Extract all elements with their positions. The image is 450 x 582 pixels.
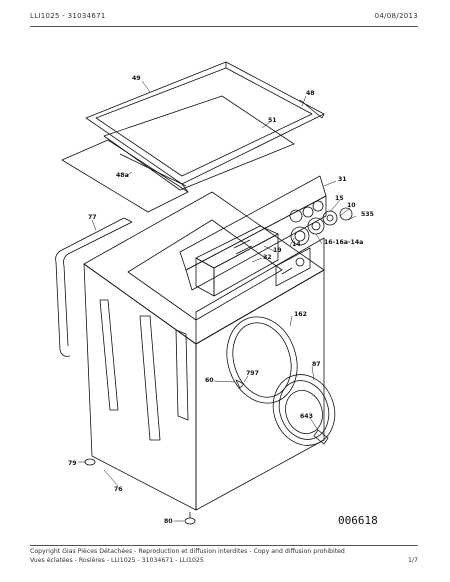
label-80: 80 [164,518,173,525]
label-60: 60 [205,377,214,384]
label-77: 77 [88,214,97,221]
label-15: 15 [335,195,344,202]
label-79: 79 [68,460,77,467]
label-76: 76 [114,486,123,493]
label-14: 14 [292,241,301,248]
footer-copyright: Copyright Gias Pièces Détachées - Reprod… [30,548,345,555]
header-rule [30,26,418,27]
label-162: 162 [294,311,307,318]
cabinet-top [83,191,325,345]
door-opening [226,316,298,404]
page-number: 1/7 [408,557,418,564]
label-797: 797 [246,370,259,377]
label-535: 535 [361,211,374,218]
document-date: 04/08/2013 [374,12,418,20]
control-panel [179,175,353,291]
label-49: 49 [132,75,141,82]
label-48a: 48a [116,172,129,179]
cabinet-body [83,237,325,525]
label-32: 32 [263,254,272,261]
leader-lines [78,80,357,522]
program-selector [275,247,311,287]
footer-document-line: Vues éclatées - Rosières - LLI1025 - 310… [30,557,204,564]
label-16-16a-14a: 16-16a-14a [324,239,363,246]
label-31: 31 [338,176,347,183]
label-643: 643 [300,413,313,420]
label-10: 10 [347,202,356,209]
footer-rule [30,545,418,546]
top-lid-frame [85,61,325,185]
label-48: 48 [306,90,315,97]
insulation-sheet [61,139,189,213]
lid-panel [103,95,295,191]
door [272,374,336,446]
label-19: 19 [273,247,282,254]
door-seal-hose [55,217,133,357]
detergent-drawer [195,225,279,297]
label-87: 87 [312,361,321,368]
document-code: LLI1025 - 31034671 [30,12,106,20]
label-51: 51 [268,117,277,124]
diagram-stamp-number: 006618 [338,514,378,527]
